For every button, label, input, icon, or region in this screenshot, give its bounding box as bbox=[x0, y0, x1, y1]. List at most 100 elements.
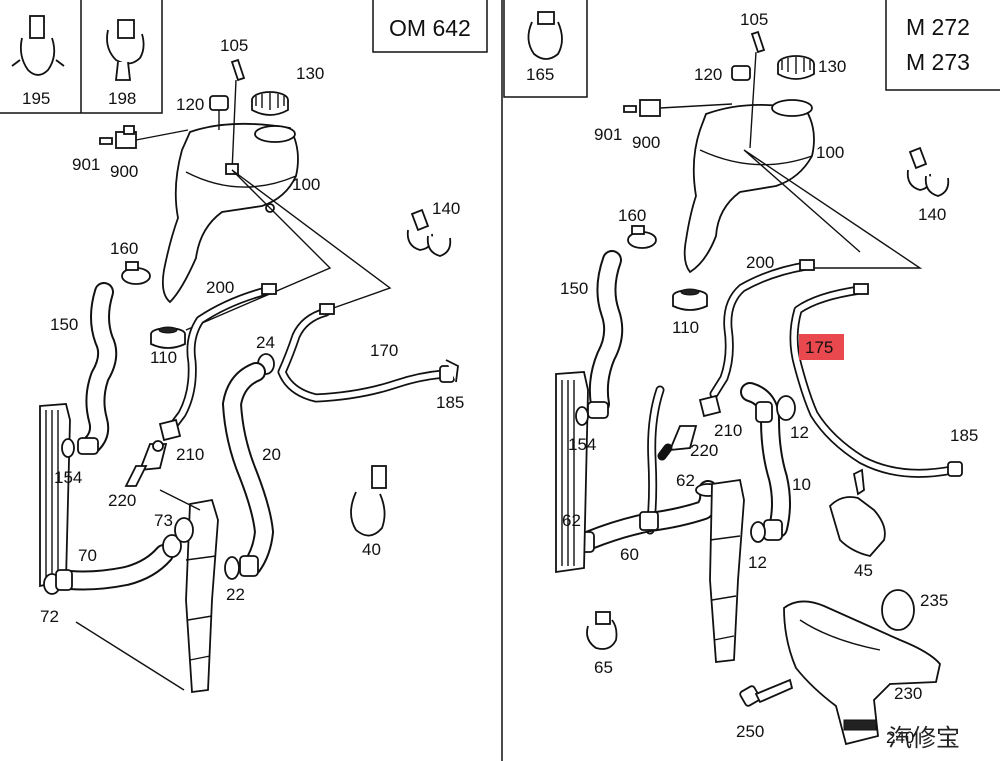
part-label-200-r: 200 bbox=[746, 253, 774, 272]
part-label-900-r: 900 bbox=[632, 133, 660, 152]
part-label-200: 200 bbox=[206, 278, 234, 297]
clamp-140-icon bbox=[406, 208, 452, 257]
part-label-175[interactable]: 175 bbox=[805, 338, 833, 357]
part-label-160-r: 160 bbox=[618, 206, 646, 225]
hose-20-icon bbox=[222, 362, 274, 576]
part-label-105: 105 bbox=[220, 36, 248, 55]
part-label-235: 235 bbox=[920, 591, 948, 610]
part-label-105-r: 105 bbox=[740, 10, 768, 29]
part-label-65: 65 bbox=[594, 658, 613, 677]
watermark: 汽修宝 bbox=[888, 724, 960, 752]
engine-label-om642: OM 642 bbox=[389, 15, 471, 41]
part-label-250: 250 bbox=[736, 722, 764, 741]
part-label-140: 140 bbox=[432, 199, 460, 218]
left-labels: OM 642 195 198 105 130 120 901 900 100 1… bbox=[22, 15, 471, 626]
oring-73-icon bbox=[174, 517, 194, 543]
part-label-62a: 62 bbox=[676, 471, 695, 490]
reservoir-right-icon bbox=[683, 99, 815, 274]
fitting-210-right-icon bbox=[698, 394, 722, 418]
cap-130-right-icon bbox=[777, 55, 815, 80]
part-label-100-r: 100 bbox=[816, 143, 844, 162]
part-label-62b: 62 bbox=[562, 511, 581, 530]
part-label-170: 170 bbox=[370, 341, 398, 360]
left-panel-drawing bbox=[11, 15, 459, 694]
part-label-110-r: 110 bbox=[672, 318, 699, 337]
hose-150-icon bbox=[77, 282, 118, 455]
part-label-140-r: 140 bbox=[918, 205, 946, 224]
engine-label-m273: M 273 bbox=[906, 49, 970, 75]
connector-900-icon bbox=[99, 125, 189, 149]
fitting-210-icon bbox=[158, 418, 182, 442]
clip-195-icon bbox=[11, 15, 65, 76]
radiator-left-icon bbox=[39, 403, 75, 595]
part-label-901-r: 901 bbox=[594, 125, 622, 144]
housing-230-icon bbox=[783, 600, 941, 746]
clamp-185-icon bbox=[439, 359, 459, 383]
hose-170-icon bbox=[277, 303, 449, 403]
part-label-185-r: 185 bbox=[950, 426, 978, 445]
part-label-72: 72 bbox=[40, 607, 59, 626]
plug-110-icon bbox=[150, 326, 186, 349]
part-label-130-r: 130 bbox=[818, 57, 846, 76]
shield-45-icon bbox=[828, 468, 886, 557]
part-label-160: 160 bbox=[110, 239, 138, 258]
sensor-105-right-icon bbox=[749, 30, 766, 149]
part-label-60: 60 bbox=[620, 545, 639, 564]
radiator-right-icon bbox=[555, 371, 589, 574]
clamp-140-right-icon bbox=[906, 146, 950, 197]
nut-120-right-icon bbox=[731, 65, 751, 81]
part-label-100: 100 bbox=[292, 175, 320, 194]
hose-175-icon[interactable] bbox=[789, 283, 957, 478]
bolt-250-icon bbox=[739, 678, 794, 707]
part-label-22: 22 bbox=[226, 585, 245, 604]
part-label-220: 220 bbox=[108, 491, 136, 510]
part-label-210-r: 210 bbox=[714, 421, 742, 440]
part-label-185: 185 bbox=[436, 393, 464, 412]
part-label-120-r: 120 bbox=[694, 65, 722, 84]
oring-22-icon bbox=[224, 556, 240, 580]
oring-12a-icon bbox=[776, 395, 796, 421]
part-label-150: 150 bbox=[50, 315, 78, 334]
connector-900-right-icon bbox=[623, 99, 733, 117]
bleed-line-left bbox=[185, 169, 392, 331]
part-label-195: 195 bbox=[22, 89, 50, 108]
bleed-line-right bbox=[743, 149, 923, 269]
part-label-240: 240 bbox=[886, 728, 914, 747]
clamp-22-icon bbox=[239, 555, 259, 577]
part-label-210: 210 bbox=[176, 445, 204, 464]
part-label-198: 198 bbox=[108, 89, 136, 108]
clamp-40-icon bbox=[350, 465, 387, 537]
highlight-box-175 bbox=[799, 334, 844, 360]
clamp-160-icon bbox=[121, 261, 151, 285]
reservoir-left-icon bbox=[161, 122, 299, 304]
part-label-45: 45 bbox=[854, 561, 873, 580]
engine-block-right-icon bbox=[709, 478, 745, 663]
part-label-900: 900 bbox=[110, 162, 138, 181]
part-label-130: 130 bbox=[296, 64, 324, 83]
clip-198-icon bbox=[106, 19, 145, 81]
part-label-10: 10 bbox=[792, 475, 811, 494]
part-label-24: 24 bbox=[256, 333, 275, 352]
part-label-110: 110 bbox=[150, 348, 177, 367]
fitting-220-right-icon bbox=[657, 425, 698, 461]
nut-120-icon bbox=[209, 95, 229, 130]
part-label-12b: 12 bbox=[748, 553, 767, 572]
hose-200-icon bbox=[165, 283, 277, 435]
hose-150-right-icon bbox=[587, 250, 624, 419]
part-label-154-r: 154 bbox=[568, 435, 596, 454]
part-label-73: 73 bbox=[154, 511, 173, 530]
hose-70-icon bbox=[55, 534, 182, 591]
part-label-230: 230 bbox=[894, 684, 922, 703]
clip-165-icon bbox=[527, 11, 563, 60]
part-label-20: 20 bbox=[262, 445, 281, 464]
right-labels: M 272 M 273 165 105 130 120 901 900 100 … bbox=[526, 10, 978, 747]
oring-12b-icon bbox=[750, 521, 766, 543]
cap-130-icon bbox=[251, 91, 289, 116]
part-label-40: 40 bbox=[362, 540, 381, 559]
leader-220 bbox=[159, 489, 201, 511]
hose-10-icon bbox=[740, 382, 791, 541]
plug-110-right-icon bbox=[672, 288, 708, 311]
oring-235-icon bbox=[881, 589, 915, 631]
